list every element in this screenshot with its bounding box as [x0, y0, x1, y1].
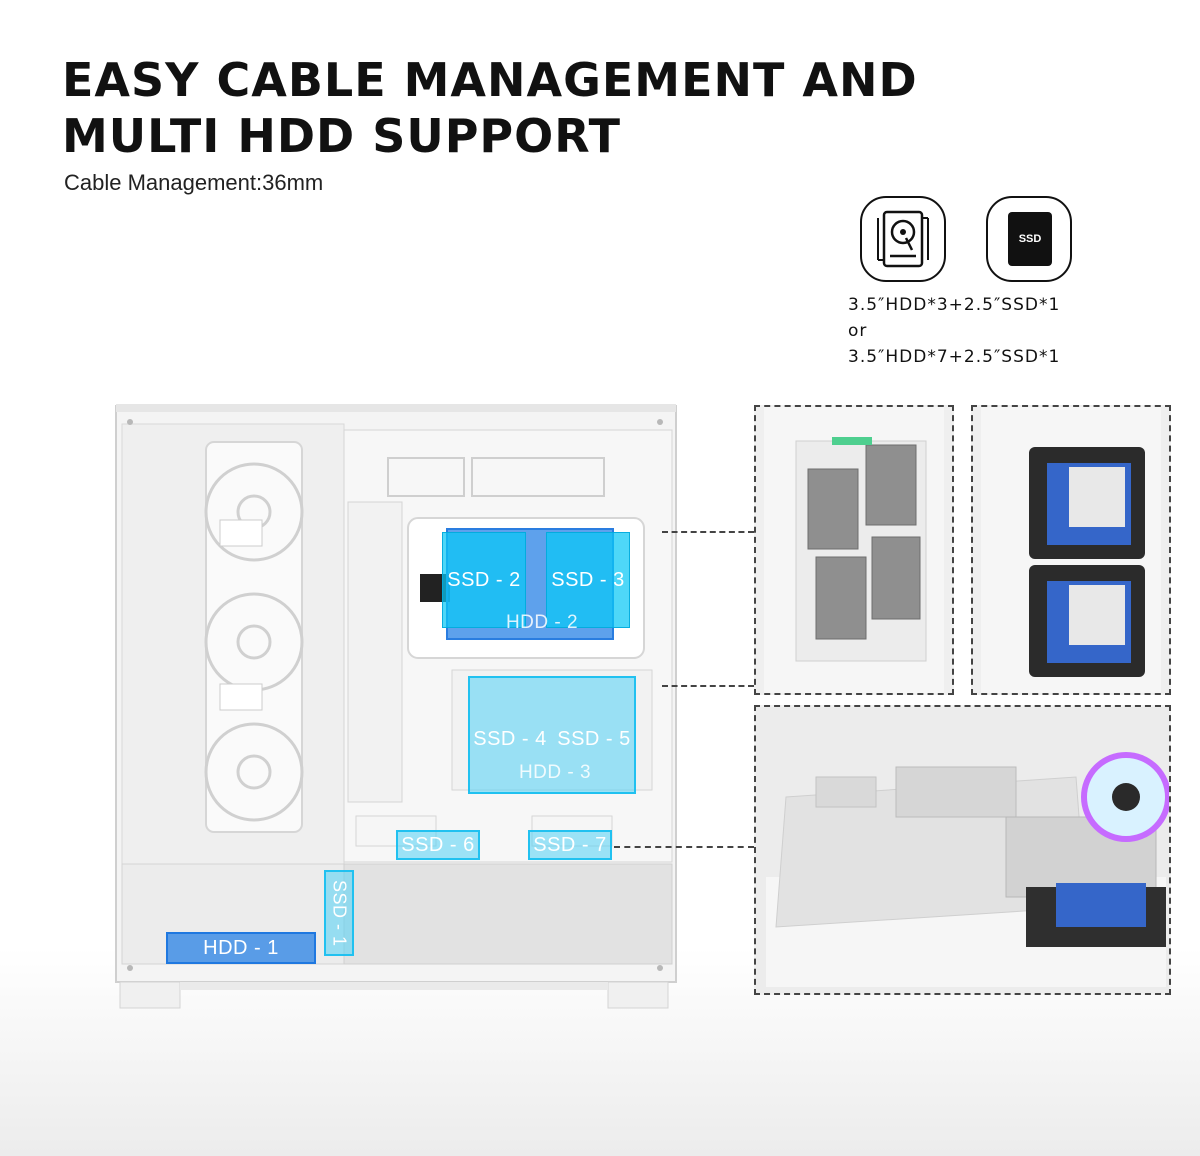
spec-line-3: 3.5″HDD*7+2.5″SSD*1	[848, 347, 1061, 367]
ssd-icon-label: SSD	[1008, 212, 1052, 266]
hdd-icon	[860, 196, 946, 282]
headline-line-1: EASY CABLE MANAGEMENT AND	[62, 53, 918, 107]
spec-line-1: 3.5″HDD*3+2.5″SSD*1	[848, 295, 1061, 315]
slot-ssd-7: SSD - 7	[528, 830, 612, 860]
slot-ssd-1: SSD - 1	[324, 870, 354, 956]
slot-ssd-6: SSD - 6	[396, 830, 480, 860]
case-side-view: SSD - 2 SSD - 3 HDD - 2 SSD - 4 SSD - 5 …	[112, 402, 682, 1012]
slot-hdd-1: HDD - 1	[166, 932, 316, 964]
cable-management-subtitle: Cable Management:36mm	[64, 170, 324, 195]
detail-photo-psu-shroud	[754, 705, 1171, 995]
slot-hdd-2: HDD - 2	[505, 612, 579, 633]
connector-line-bottom	[614, 846, 754, 848]
headline-line-2: MULTI HDD SUPPORT	[62, 109, 621, 163]
detail-photo-hdd-bracket	[971, 405, 1171, 695]
spec-line-2: or	[848, 321, 868, 341]
slot-ssd-3: SSD - 3	[546, 532, 630, 628]
slot-hdd-3: HDD - 3	[518, 762, 592, 783]
slot-ssd-5: SSD - 5	[557, 727, 631, 750]
connector-line-middle	[662, 685, 754, 687]
detail-photo-ssd-bracket	[754, 405, 954, 695]
slot-ssd-2: SSD - 2	[442, 532, 526, 628]
slot-hdd-3-frame	[468, 676, 636, 794]
slot-ssd-4: SSD - 4	[473, 727, 547, 750]
connector-line-top	[662, 531, 754, 533]
headline: EASY CABLE MANAGEMENT AND MULTI HDD SUPP…	[62, 52, 918, 164]
drive-support-spec: 3.5″HDD*3+2.5″SSD*1 or 3.5″HDD*7+2.5″SSD…	[848, 292, 1060, 370]
ssd-icon: SSD	[986, 196, 1072, 282]
